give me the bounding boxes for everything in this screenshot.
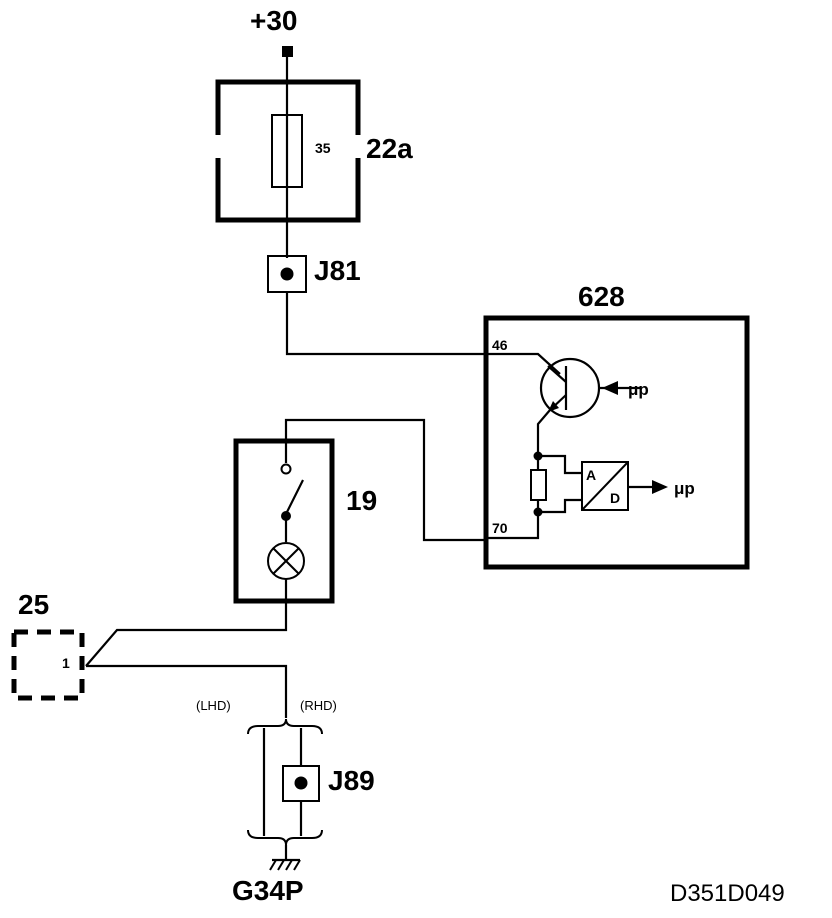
supply-label: +30 xyxy=(250,5,298,36)
switch-unit-label: 19 xyxy=(346,485,377,516)
connector-j89-label: J89 xyxy=(328,765,375,796)
ad-label-a: A xyxy=(586,467,596,483)
mp-output-label: μp xyxy=(674,479,695,498)
ad-label-d: D xyxy=(610,490,620,506)
wire-switch-25 xyxy=(85,601,288,667)
variant-brace-top xyxy=(247,718,323,735)
resistor-icon xyxy=(530,469,547,501)
ground-icon xyxy=(269,845,301,871)
mp-output-arrow-icon xyxy=(652,480,668,494)
rhd-label: (RHD) xyxy=(300,698,337,713)
component-25-label: 25 xyxy=(18,589,49,620)
variant-brace-bottom xyxy=(247,829,323,846)
lamp-icon xyxy=(267,542,305,580)
supply-terminal xyxy=(282,46,293,57)
module-label: 628 xyxy=(578,281,625,312)
module-pin-46: 46 xyxy=(492,337,508,353)
ad-converter-icon: A D xyxy=(581,461,629,511)
switch-icon xyxy=(285,479,304,515)
component-25-pin: 1 xyxy=(62,655,70,671)
component-25: 25 1 xyxy=(11,589,85,701)
ground-label: G34P xyxy=(232,875,304,906)
switch-unit-19: 19 xyxy=(233,438,377,604)
wire-25-ground xyxy=(86,664,288,718)
fuse-block-label: 22a xyxy=(366,133,413,164)
connector-j81-label: J81 xyxy=(314,255,361,286)
module-628: 628 46 70 μp A xyxy=(483,281,750,570)
connector-j81: J81 xyxy=(267,255,361,293)
fuse-block: 35 22a xyxy=(215,79,413,223)
transistor-icon xyxy=(539,357,601,419)
mp-input-label: μp xyxy=(628,380,649,399)
wire-j81-pin46 xyxy=(285,292,488,356)
wire-pin70-switch xyxy=(284,418,488,542)
module-pin-70: 70 xyxy=(492,520,508,536)
lhd-label: (LHD) xyxy=(196,698,231,713)
diagram-id: D351D049 xyxy=(670,880,785,907)
fuse-rating: 35 xyxy=(315,140,331,156)
connector-j89: J89 xyxy=(282,765,375,802)
mp-input-arrow-icon xyxy=(602,381,618,395)
